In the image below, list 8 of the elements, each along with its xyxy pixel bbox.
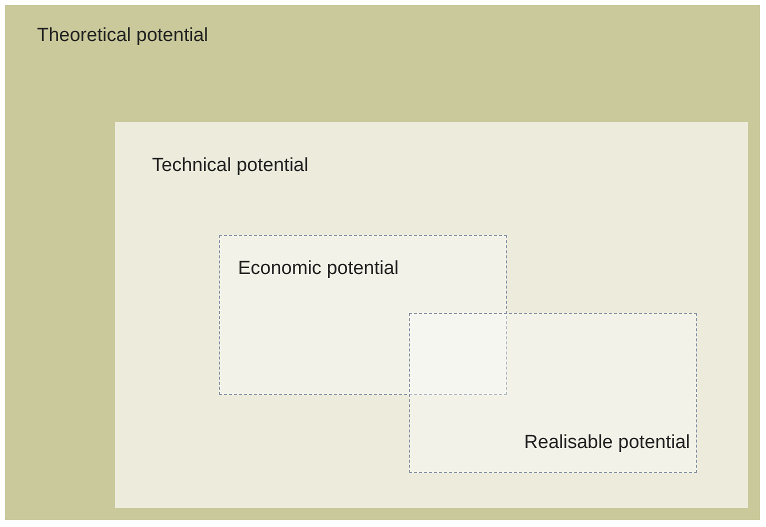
dashed-box <box>409 313 697 473</box>
dashed-box <box>219 235 507 395</box>
box-label: Realisable potential <box>524 432 690 454</box>
inner-panel <box>115 122 748 508</box>
box-label: Technical potential <box>152 155 308 177</box>
outer-panel <box>5 5 760 520</box>
box-label: Economic potential <box>238 258 399 280</box>
box-label: Theoretical potential <box>37 25 208 47</box>
